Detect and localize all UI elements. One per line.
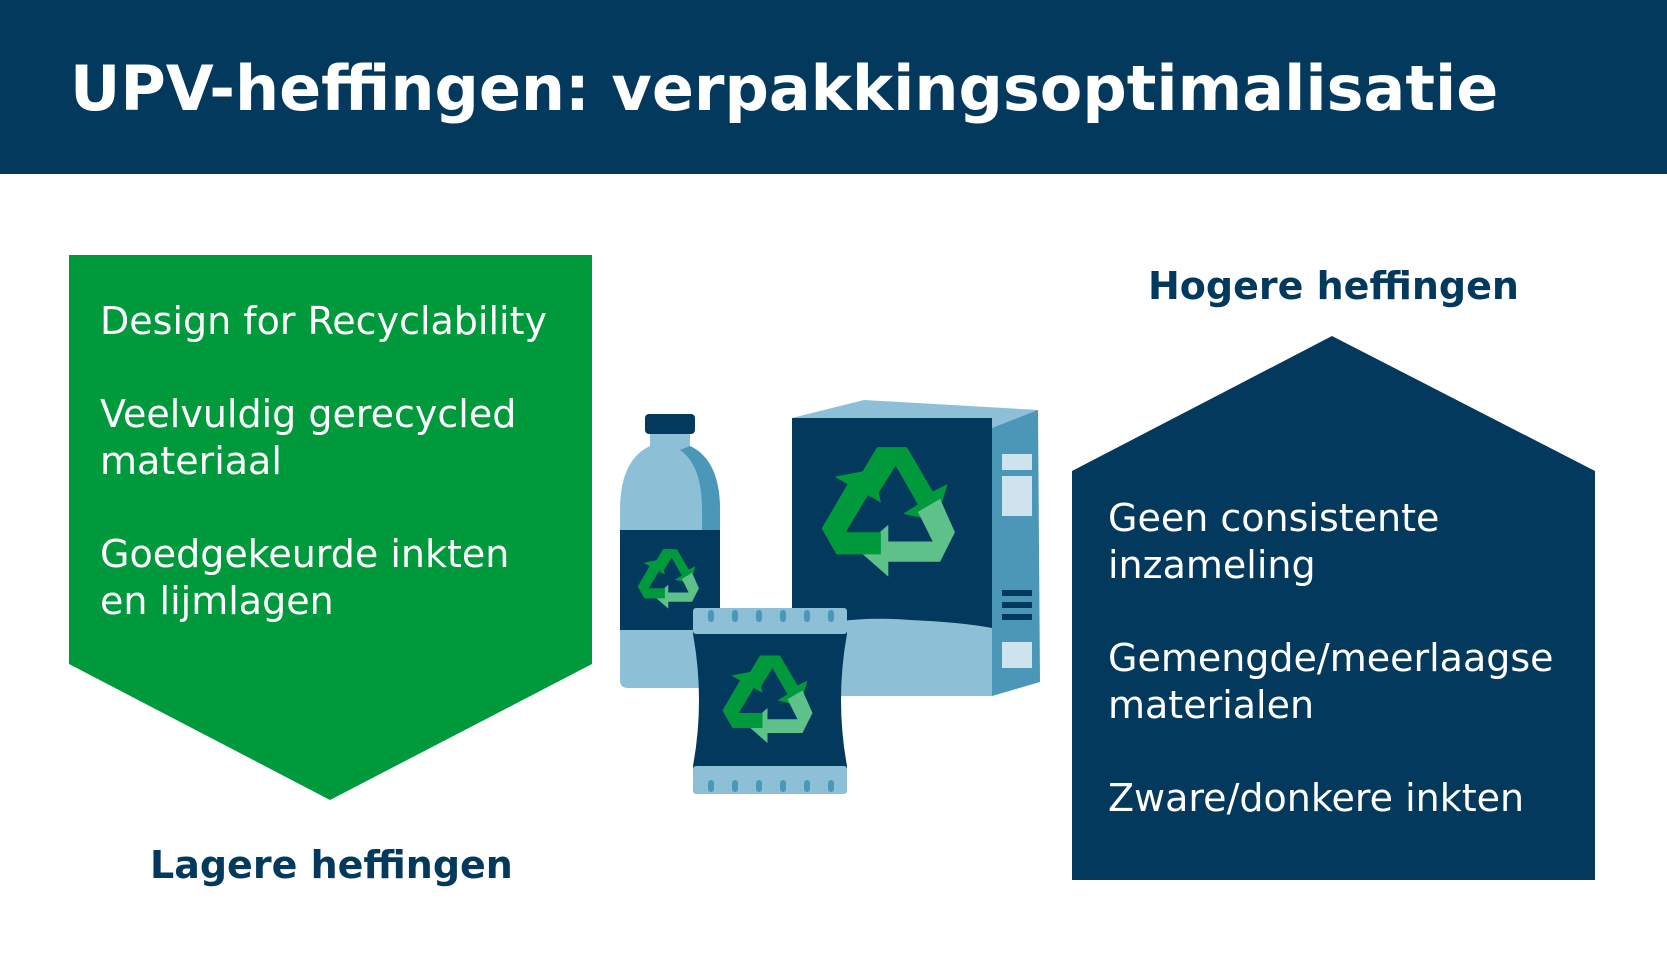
- low-levy-caption: Lagere heffingen: [150, 843, 513, 887]
- low-levy-item: Design for Recyclability: [100, 299, 547, 343]
- packaging-illustration: [620, 400, 1040, 794]
- low-levy-item: Goedgekeurde inkten en lijmlagen: [100, 532, 510, 623]
- high-levy-caption: Hogere heffingen: [1148, 264, 1519, 308]
- header-bar: UPV-heffingen: verpakkingsoptimalisatie: [0, 0, 1667, 174]
- high-levy-item: Geen consistente inzameling: [1108, 496, 1440, 587]
- high-levy-list: Geen consistente inzameling Gemengde/mee…: [1108, 495, 1608, 868]
- low-levy-list: Design for Recyclability Veelvuldig gere…: [100, 298, 560, 671]
- page-title: UPV-heffingen: verpakkingsoptimalisatie: [70, 52, 1499, 125]
- low-levy-arrow-down: [69, 255, 592, 800]
- high-levy-item: Zware/donkere inkten: [1108, 776, 1525, 820]
- high-levy-item: Gemengde/meerlaagse materialen: [1108, 636, 1554, 727]
- high-levy-arrow-up: [1072, 336, 1595, 880]
- low-levy-item: Veelvuldig gerecycled materiaal: [100, 392, 517, 483]
- pouch-icon: [693, 608, 847, 794]
